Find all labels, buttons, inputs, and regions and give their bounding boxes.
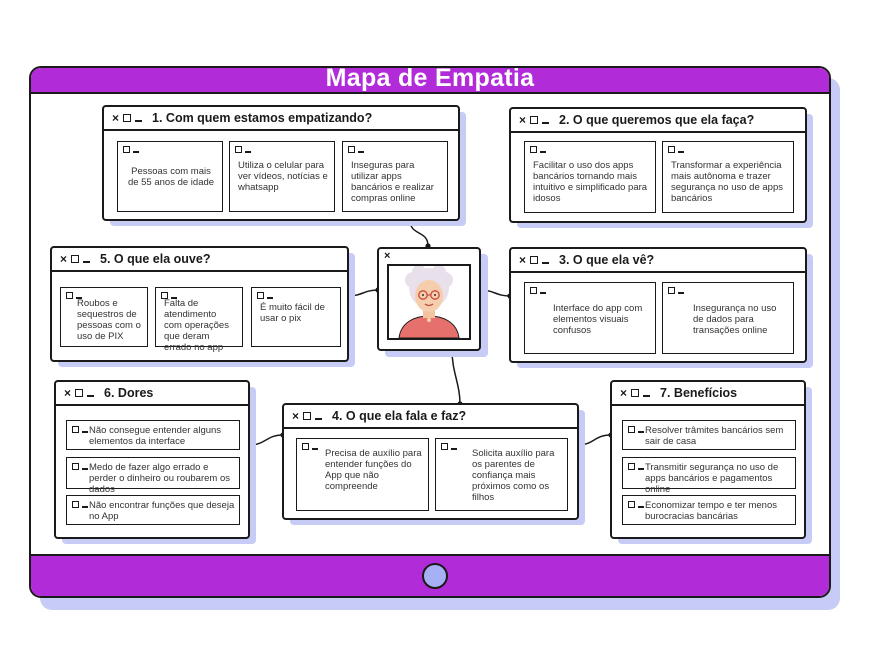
card: Roubos e sequestros de pessoas com o uso… [60,287,148,347]
card: Transformar a experiência mais autônoma … [662,141,794,213]
card: Utiliza o celular para ver vídeos, notíc… [229,141,335,212]
window-hears: × 5. O que ela ouve? Roubos e sequestros… [50,246,349,362]
minimize-icon[interactable] [87,395,95,397]
checkbox-icon [257,292,264,299]
close-icon[interactable]: × [112,111,120,125]
checkbox-icon [530,287,537,294]
card: Insegurança no uso de dados para transaç… [662,282,794,354]
dash-icon [540,292,546,294]
dash-icon [638,431,644,433]
dash-icon [358,151,364,153]
checkbox-icon [302,443,309,450]
checkbox-icon [668,287,675,294]
checkbox-icon [441,443,448,450]
window-pains: × 6. Dores Não consegue entender alguns … [54,380,250,539]
dash-icon [82,506,88,508]
checkbox-icon [348,146,355,153]
title-bar: Mapa de Empatia [31,68,829,94]
window-title: 2. O que queremos que ela faça? [559,113,755,127]
checkbox-icon [530,146,537,153]
maximize-icon[interactable] [123,114,132,122]
checkbox-icon [628,501,635,508]
minimize-icon[interactable] [315,418,323,420]
window-title: 3. O que ela vê? [559,253,655,267]
dash-icon [678,292,684,294]
dash-icon [638,468,644,470]
window-title: 6. Dores [104,386,154,400]
maximize-icon[interactable] [530,116,539,124]
dash-icon [76,297,82,299]
minimize-icon[interactable] [83,261,91,263]
checkbox-icon [66,292,73,299]
close-icon[interactable]: × [64,386,72,400]
maximize-icon[interactable] [303,412,312,420]
close-icon[interactable]: × [519,113,527,127]
close-icon[interactable]: × [620,386,628,400]
list-item: Não consegue entender alguns elementos d… [66,420,240,450]
checkbox-icon [628,426,635,433]
minimize-icon[interactable] [135,120,143,122]
checkbox-icon [72,463,79,470]
dash-icon [638,506,644,508]
page-title: Mapa de Empatia [325,66,535,92]
maximize-icon[interactable] [71,255,80,263]
dash-icon [171,297,177,299]
close-icon[interactable]: × [292,409,300,423]
checkbox-icon [161,292,168,299]
window-says: × 4. O que ela fala e faz? Precisa de au… [282,403,579,520]
card: Interface do app com elementos visuais c… [524,282,656,354]
checkbox-icon [668,146,675,153]
list-item: Transmitir segurança no uso de apps banc… [622,457,796,495]
list-item: Resolver trâmites bancários sem sair de … [622,420,796,450]
list-item: Economizar tempo e ter menos burocracias… [622,495,796,525]
maximize-icon[interactable] [530,256,539,264]
close-icon[interactable]: × [60,252,68,266]
dash-icon [82,431,88,433]
window-title: 7. Benefícios [660,386,738,400]
maximize-icon[interactable] [631,389,640,397]
minimize-icon[interactable] [542,262,550,264]
dash-icon [312,448,318,450]
card: Facilitar o uso dos apps bancários torna… [524,141,656,213]
dash-icon [245,151,251,153]
close-icon[interactable]: × [519,253,527,267]
dash-icon [82,468,88,470]
home-button[interactable] [422,563,448,589]
dash-icon [133,151,139,153]
dash-icon [267,297,273,299]
list-item: Medo de fazer algo errado e perder o din… [66,457,240,495]
minimize-icon[interactable] [643,395,651,397]
window-title: 1. Com quem estamos empatizando? [152,111,373,125]
window-avatar: × [377,247,481,351]
window-title: 5. O que ela ouve? [100,252,211,266]
list-item: Não encontrar funções que deseja no App [66,495,240,525]
window-who: × 1. Com quem estamos empatizando? Pesso… [102,105,460,221]
bottom-bar [31,554,829,596]
window-title: 4. O que ela fala e faz? [332,409,467,423]
avatar-frame [387,264,471,340]
minimize-icon[interactable] [542,122,550,124]
dash-icon [678,151,684,153]
checkbox-icon [123,146,130,153]
card: Precisa de auxílio para entender funções… [296,438,429,511]
card: Pessoas com mais de 55 anos de idade [117,141,223,212]
checkbox-icon [235,146,242,153]
card: Falta de atendimento com operações que d… [155,287,243,353]
dash-icon [540,151,546,153]
card: Solicita auxílio para os parentes de con… [435,438,568,511]
checkbox-icon [72,426,79,433]
checkbox-icon [628,463,635,470]
card: É muito fácil de usar o pix [251,287,341,347]
window-gains: × 7. Benefícios Resolver trâmites bancár… [610,380,806,539]
checkbox-icon [72,501,79,508]
dash-icon [451,448,457,450]
elderly-woman-avatar [398,266,460,338]
maximize-icon[interactable] [75,389,84,397]
close-icon[interactable]: × [384,250,391,262]
window-do: × 2. O que queremos que ela faça? Facili… [509,107,807,223]
card: Inseguras para utilizar apps bancários e… [342,141,448,212]
window-sees: × 3. O que ela vê? Interface do app com … [509,247,807,363]
